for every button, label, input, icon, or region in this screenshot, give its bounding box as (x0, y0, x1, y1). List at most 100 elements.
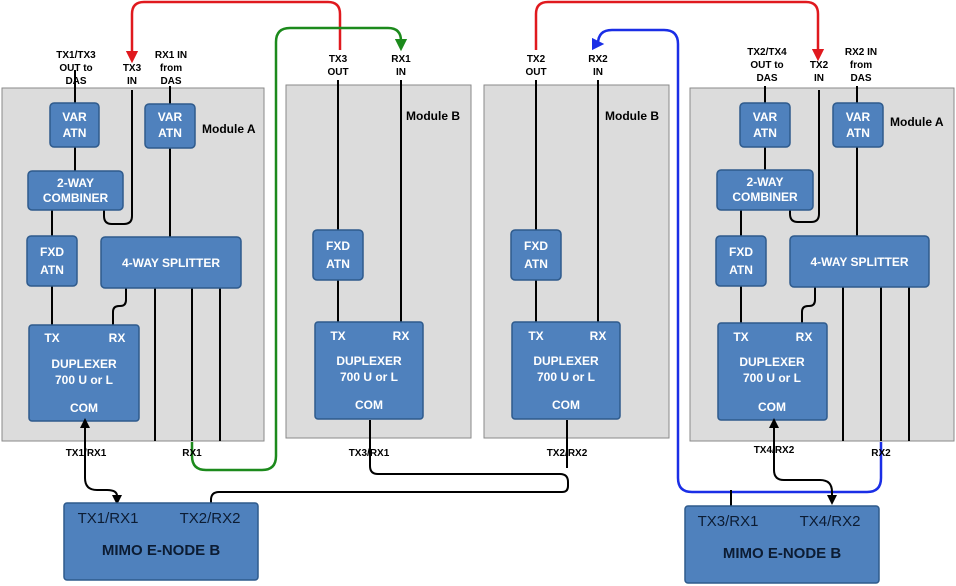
link-tx1-rx1 (80, 418, 122, 505)
svg-text:ATN: ATN (753, 126, 777, 140)
svg-text:ATN: ATN (729, 263, 753, 277)
svg-text:IN: IN (396, 67, 406, 78)
enodeb-right: TX3/RX1 TX4/RX2 MIMO E-NODE B (684, 505, 880, 584)
svg-text:IN: IN (127, 76, 137, 87)
module-4-splitter: 4-WAY SPLITTER (789, 235, 930, 288)
svg-text:FXD: FXD (40, 245, 64, 259)
svg-text:DAS: DAS (850, 73, 871, 84)
svg-text:OUT: OUT (525, 67, 546, 78)
module-3-duplexer: TX RX DUPLEXER 700 U or L COM (511, 321, 621, 420)
green-link-rx1 (190, 26, 408, 472)
module-4-fxd-atn: FXD ATN (715, 235, 767, 287)
module-3-top-labels: TX2 OUT RX2 IN (525, 54, 608, 78)
svg-text:COMBINER: COMBINER (732, 190, 798, 204)
svg-text:DUPLEXER: DUPLEXER (51, 357, 117, 371)
svg-text:ATN: ATN (524, 257, 548, 271)
svg-text:700 U or L: 700 U or L (55, 373, 113, 387)
svg-text:RX1 IN: RX1 IN (155, 50, 187, 61)
svg-text:4-WAY SPLITTER: 4-WAY SPLITTER (122, 256, 220, 270)
svg-text:VAR: VAR (62, 110, 87, 124)
module-2-wiring (337, 80, 402, 322)
svg-text:ATN: ATN (158, 126, 182, 140)
module-1-wiring (51, 70, 221, 441)
svg-text:COM: COM (355, 398, 383, 412)
module-4-var-atn-1: VAR ATN (739, 102, 791, 148)
module-2-duplexer: TX RX DUPLEXER 700 U or L COM (314, 321, 424, 420)
blue-link-rx2 (591, 28, 883, 494)
svg-text:700 U or L: 700 U or L (743, 371, 801, 385)
svg-text:TX: TX (330, 329, 345, 343)
svg-text:from: from (160, 63, 182, 74)
svg-text:VAR: VAR (753, 110, 778, 124)
module-3-com-label: TX2/RX2 (547, 448, 588, 459)
enodeb-right-port-1: TX3/RX1 (698, 513, 759, 530)
svg-text:ATN: ATN (326, 257, 350, 271)
module-1-rx-label: RX1 (182, 448, 202, 459)
red-link-tx3 (125, 0, 342, 64)
svg-text:TX: TX (44, 331, 59, 345)
svg-text:TX3: TX3 (123, 63, 142, 74)
svg-text:FXD: FXD (524, 239, 548, 253)
module-2-com-label: TX3/RX1 (349, 448, 390, 459)
svg-text:DUPLEXER: DUPLEXER (739, 355, 805, 369)
module-4-var-atn-2: VAR ATN (832, 102, 884, 148)
svg-text:ATN: ATN (63, 126, 87, 140)
module-1-fxd-atn: FXD ATN (26, 235, 78, 287)
svg-text:TX: TX (733, 330, 748, 344)
module-1-var-atn-1: VAR ATN (49, 102, 100, 148)
svg-text:COMBINER: COMBINER (43, 191, 109, 205)
module-2-title: Module B (406, 109, 460, 123)
svg-text:IN: IN (593, 67, 603, 78)
svg-text:RX2: RX2 (588, 54, 608, 65)
enodeb-right-port-2: TX4/RX2 (800, 513, 861, 530)
svg-text:COM: COM (70, 401, 98, 415)
svg-text:OUT to: OUT to (750, 60, 783, 71)
svg-text:RX: RX (109, 331, 126, 345)
svg-text:OUT to: OUT to (59, 63, 92, 74)
svg-text:ATN: ATN (40, 263, 64, 277)
module-4-wiring (740, 86, 910, 441)
svg-text:4-WAY SPLITTER: 4-WAY SPLITTER (810, 255, 908, 269)
enodeb-left: TX1/RX1 TX2/RX2 MIMO E-NODE B (63, 502, 259, 581)
svg-text:RX: RX (590, 329, 607, 343)
module-2-fxd-atn: FXD ATN (312, 229, 364, 281)
svg-text:RX: RX (796, 330, 813, 344)
module-4-rx-label: RX2 (871, 448, 891, 459)
svg-text:2-WAY: 2-WAY (747, 175, 784, 189)
svg-text:OUT: OUT (327, 67, 348, 78)
svg-text:TX: TX (528, 329, 543, 343)
svg-text:DAS: DAS (756, 73, 777, 84)
svg-text:TX2: TX2 (527, 54, 546, 65)
module-1-splitter: 4-WAY SPLITTER (100, 236, 242, 289)
svg-text:TX1/TX3: TX1/TX3 (56, 50, 96, 61)
svg-text:RX2 IN: RX2 IN (845, 47, 877, 58)
module-1-top-labels: TX1/TX3 OUT to DAS TX3 IN RX1 IN from DA… (56, 50, 187, 87)
svg-text:from: from (850, 60, 872, 71)
module-2-top-labels: TX3 OUT RX1 IN (327, 54, 411, 78)
enodeb-left-title: MIMO E-NODE B (102, 542, 220, 559)
module-1-com-label: TX1/RX1 (66, 448, 107, 459)
svg-text:TX2: TX2 (810, 60, 829, 71)
enodeb-left-port-2: TX2/RX2 (180, 510, 241, 527)
svg-text:VAR: VAR (158, 110, 183, 124)
module-4-top-labels: TX2/TX4 OUT to DAS TX2 IN RX2 IN from DA… (747, 47, 877, 84)
module-1-combiner: 2-WAY COMBINER (27, 170, 124, 211)
svg-text:RX: RX (393, 329, 410, 343)
red-link-tx2 (534, 0, 825, 62)
svg-text:700 U or L: 700 U or L (340, 370, 398, 384)
svg-text:ATN: ATN (846, 126, 870, 140)
module-3-fxd-atn: FXD ATN (510, 229, 562, 281)
module-1-duplexer: TX RX DUPLEXER 700 U or L COM (28, 324, 140, 422)
svg-text:TX3: TX3 (329, 54, 348, 65)
module-1-var-atn-2: VAR ATN (144, 103, 196, 149)
module-1-title: Module A (202, 122, 256, 136)
svg-text:2-WAY: 2-WAY (57, 176, 94, 190)
svg-text:FXD: FXD (729, 245, 753, 259)
module-3-title: Module B (605, 109, 659, 123)
module-4-combiner: 2-WAY COMBINER (716, 169, 814, 211)
svg-text:TX2/TX4: TX2/TX4 (747, 47, 787, 58)
svg-text:700 U or L: 700 U or L (537, 370, 595, 384)
svg-text:FXD: FXD (326, 239, 350, 253)
enodeb-left-port-1: TX1/RX1 (78, 510, 139, 527)
